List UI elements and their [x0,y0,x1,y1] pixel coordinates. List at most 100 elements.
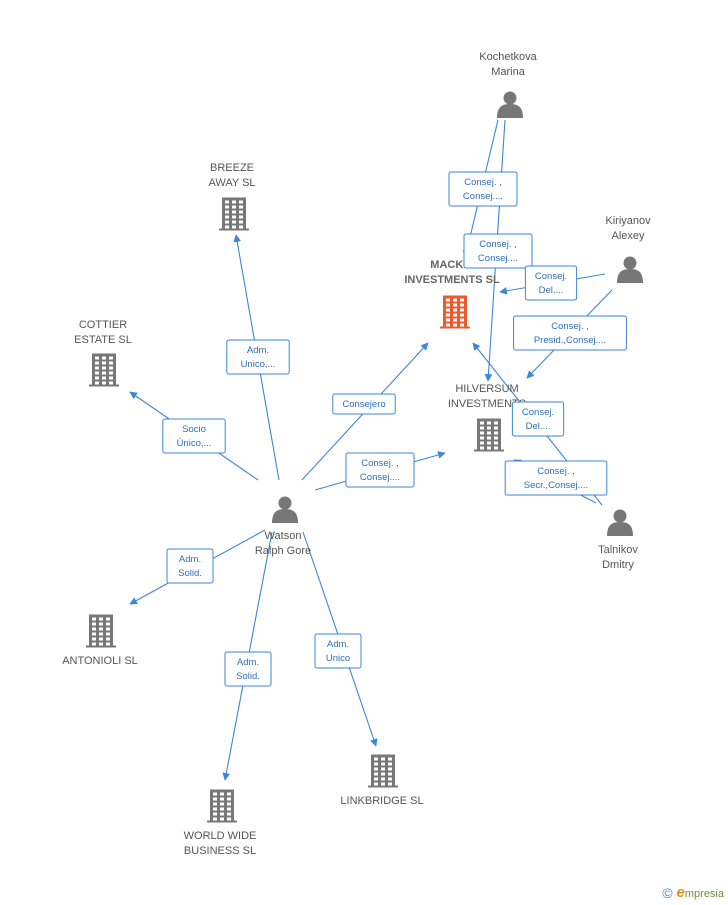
brand-name: empresia [677,884,724,901]
edge-label-box [513,315,627,351]
edge-label-watson-cottier[interactable]: SocioÚnico,... [162,418,226,454]
edge-label-watson-breeze[interactable]: Adm. Unico,... [226,339,290,375]
edge-label-watson-worldwide[interactable]: Adm. Solid. [224,651,272,687]
edge-label-text: Consej.... [360,472,400,483]
edge-label-box [162,418,226,454]
edge-label-box [463,233,533,269]
building-icon [474,418,504,452]
empresia-brand: © empresia [662,884,724,901]
person-icon [607,509,633,536]
edge-label-box [524,265,578,301]
node-label-talnikov: Dmitry [602,559,634,571]
node-label-watson: Watson [265,530,302,542]
edge-label-kiriyanov-hilversum[interactable]: Consej. , Presid.,Consej.... [513,315,627,351]
node-label-worldwide: BUSINESS SL [184,845,256,857]
building-icon [86,614,116,648]
node-hilversum[interactable]: HILVERSUM INVESTMENTS [448,383,526,452]
edge-label-box [224,651,272,687]
edge-label-kochetkova-hilversum[interactable]: Consej. , Consej.... [463,233,533,269]
copyright-icon: © [662,884,673,901]
edge-label-text: Del.... [539,285,564,296]
edge-label-kochetkova-mackis[interactable]: Consej. , Consej.... [448,171,518,207]
edge-label-text: Unico [326,653,350,664]
brand-rest: mpresia [684,888,724,900]
edge-label-text: Adm. [327,639,349,650]
node-breeze[interactable]: BREEZE AWAY SL [208,162,256,231]
node-label-mackis: INVESTMENTS SL [404,274,500,286]
node-label-hilversum: HILVERSUM [455,383,518,395]
person-icon [272,496,298,523]
node-label-breeze: AWAY SL [208,177,255,189]
edge-label-box [504,460,608,496]
edge-label-text: Secr.,Consej.... [524,480,588,491]
node-label-cottier: COTTIER [79,319,127,331]
edge-labels-layer: Consej. ,Consej....Consej. ,Consej....Co… [162,171,627,687]
node-cottier[interactable]: COTTIER ESTATE SL [74,319,132,387]
edge-label-text: Consej.... [463,191,503,202]
building-icon [440,295,470,329]
node-label-talnikov: Talnikov [598,544,638,556]
edge-label-text: Del.... [526,421,551,432]
node-label-kiriyanov: Alexey [611,230,645,242]
edge-label-text: Adm. [179,554,201,565]
edge-label-box [448,171,518,207]
building-icon [219,197,249,231]
edge-label-watson-hilversum[interactable]: Consej. , Consej.... [345,452,415,488]
edge-label-text: Consejero [342,399,385,410]
edge-label-box [226,339,290,375]
edge-label-text: Solid. [178,568,202,579]
edge-label-watson-mackis[interactable]: Consejero [332,393,396,415]
building-icon [89,353,119,387]
brand-initial: e [676,884,685,901]
edge-label-box [314,633,362,669]
person-icon [617,256,643,283]
node-label-kochetkova: Marina [491,66,526,78]
edge-label-box [345,452,415,488]
node-label-mackis: MACKIS [430,259,473,271]
edge-label-talnikov-hilversum[interactable]: Consej. , Secr.,Consej.... [504,460,608,496]
node-label-watson: Ralph Gore [255,545,311,557]
edge-label-talnikov-mackis[interactable]: Consej. Del.... [511,401,565,437]
edge-label-text: Consej. , [537,466,575,477]
edge-label-text: Consej. , [551,321,589,332]
edge-label-text: Adm. [247,345,269,356]
edge-label-box [166,548,214,584]
node-label-breeze: BREEZE [210,162,254,174]
edge-label-text: Único,... [177,438,212,449]
node-label-antonioli: ANTONIOLI SL [62,655,138,667]
node-label-linkbridge: LINKBRIDGE SL [340,795,423,807]
edge-label-text: Socio [182,424,206,435]
edge-label-watson-antonioli[interactable]: Adm. Solid. [166,548,214,584]
edge-label-text: Consej. [522,407,554,418]
edge-label-text: Consej.... [478,253,518,264]
edge-label-text: Consej. , [464,177,502,188]
building-icon [368,754,398,788]
edge-label-text: Adm. [237,657,259,668]
person-icon [497,91,523,118]
edge-label-text: Solid. [236,671,260,682]
nodes-layer: KochetkovaMarinaKiriyanovAlexeyTalnikovD… [62,51,651,857]
node-mackis[interactable]: MACKIS INVESTMENTS SL [404,259,500,329]
building-icon [207,789,237,823]
edge-label-watson-linkbridge[interactable]: Adm. Unico [314,633,362,669]
edge-label-text: Consej. , [479,239,517,250]
edge-label-box [511,401,565,437]
node-label-kiriyanov: Kiriyanov [605,215,651,227]
edge-label-text: Consej. , [361,458,399,469]
edge-label-kiriyanov-mackis[interactable]: Consej. Del.... [524,265,578,301]
node-linkbridge[interactable]: LINKBRIDGE SL [340,754,424,808]
edge-label-text: Unico,... [241,359,276,370]
node-label-hilversum: INVESTMENTS [448,398,526,410]
edge-label-box [332,393,396,415]
node-antonioli[interactable]: ANTONIOLI SL [62,614,138,668]
edge-label-text: Consej. [535,271,567,282]
edge-label-text: Presid.,Consej.... [534,335,606,346]
node-label-kochetkova: Kochetkova [479,51,537,63]
node-label-cottier: ESTATE SL [74,334,132,346]
